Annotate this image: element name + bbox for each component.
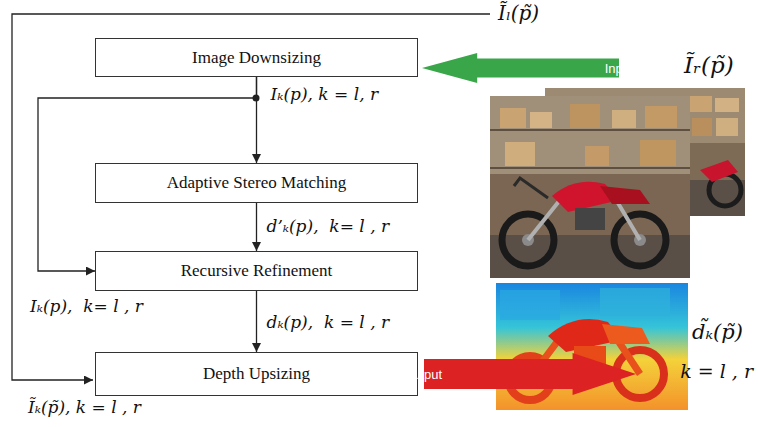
signal-label: Ĩₖ(p̃), k = l , r	[28, 397, 141, 417]
process-box: Recursive Refinement	[95, 251, 418, 291]
signal-label: d̃ₖ(p̃)	[692, 320, 743, 345]
flow-arrow	[256, 203, 257, 251]
output-arrow-fill	[424, 353, 636, 395]
signal-label: Ĩₗ(p̃)	[498, 1, 539, 25]
box-label: Adaptive Stereo Matching	[167, 173, 346, 193]
input-arrow-outline	[422, 53, 619, 83]
output-arrow-outline	[424, 353, 636, 395]
arrow-label: output	[406, 367, 442, 382]
edge-label: d’ₖ(p), k= l , r	[267, 216, 390, 236]
arrow-label: Input	[605, 61, 634, 76]
edge-label: Iₖ(p), k = l, r	[271, 84, 379, 104]
edge-label: Iₖ(p), k= l , r	[30, 296, 143, 316]
output-arrow: output	[424, 353, 636, 395]
input-arrow-fill	[422, 53, 619, 83]
process-box: Depth Upsizing	[95, 352, 418, 396]
box-label: Recursive Refinement	[181, 261, 333, 281]
feedback-line	[12, 14, 490, 380]
flow-arrow	[256, 291, 257, 352]
signal-label: Ĩᵣ(p̃)	[684, 52, 734, 80]
input-arrow: Input	[422, 53, 619, 83]
process-box: Adaptive Stereo Matching	[95, 163, 418, 203]
depth-map	[496, 283, 688, 410]
box-label: Image Downsizing	[192, 48, 321, 68]
process-box: Image Downsizing	[95, 38, 418, 77]
left-photo	[490, 96, 690, 278]
edge-label: dₖ(p), k = l , r	[267, 312, 390, 332]
box-label: Depth Upsizing	[203, 364, 310, 384]
signal-label: k = l , r	[680, 360, 753, 383]
